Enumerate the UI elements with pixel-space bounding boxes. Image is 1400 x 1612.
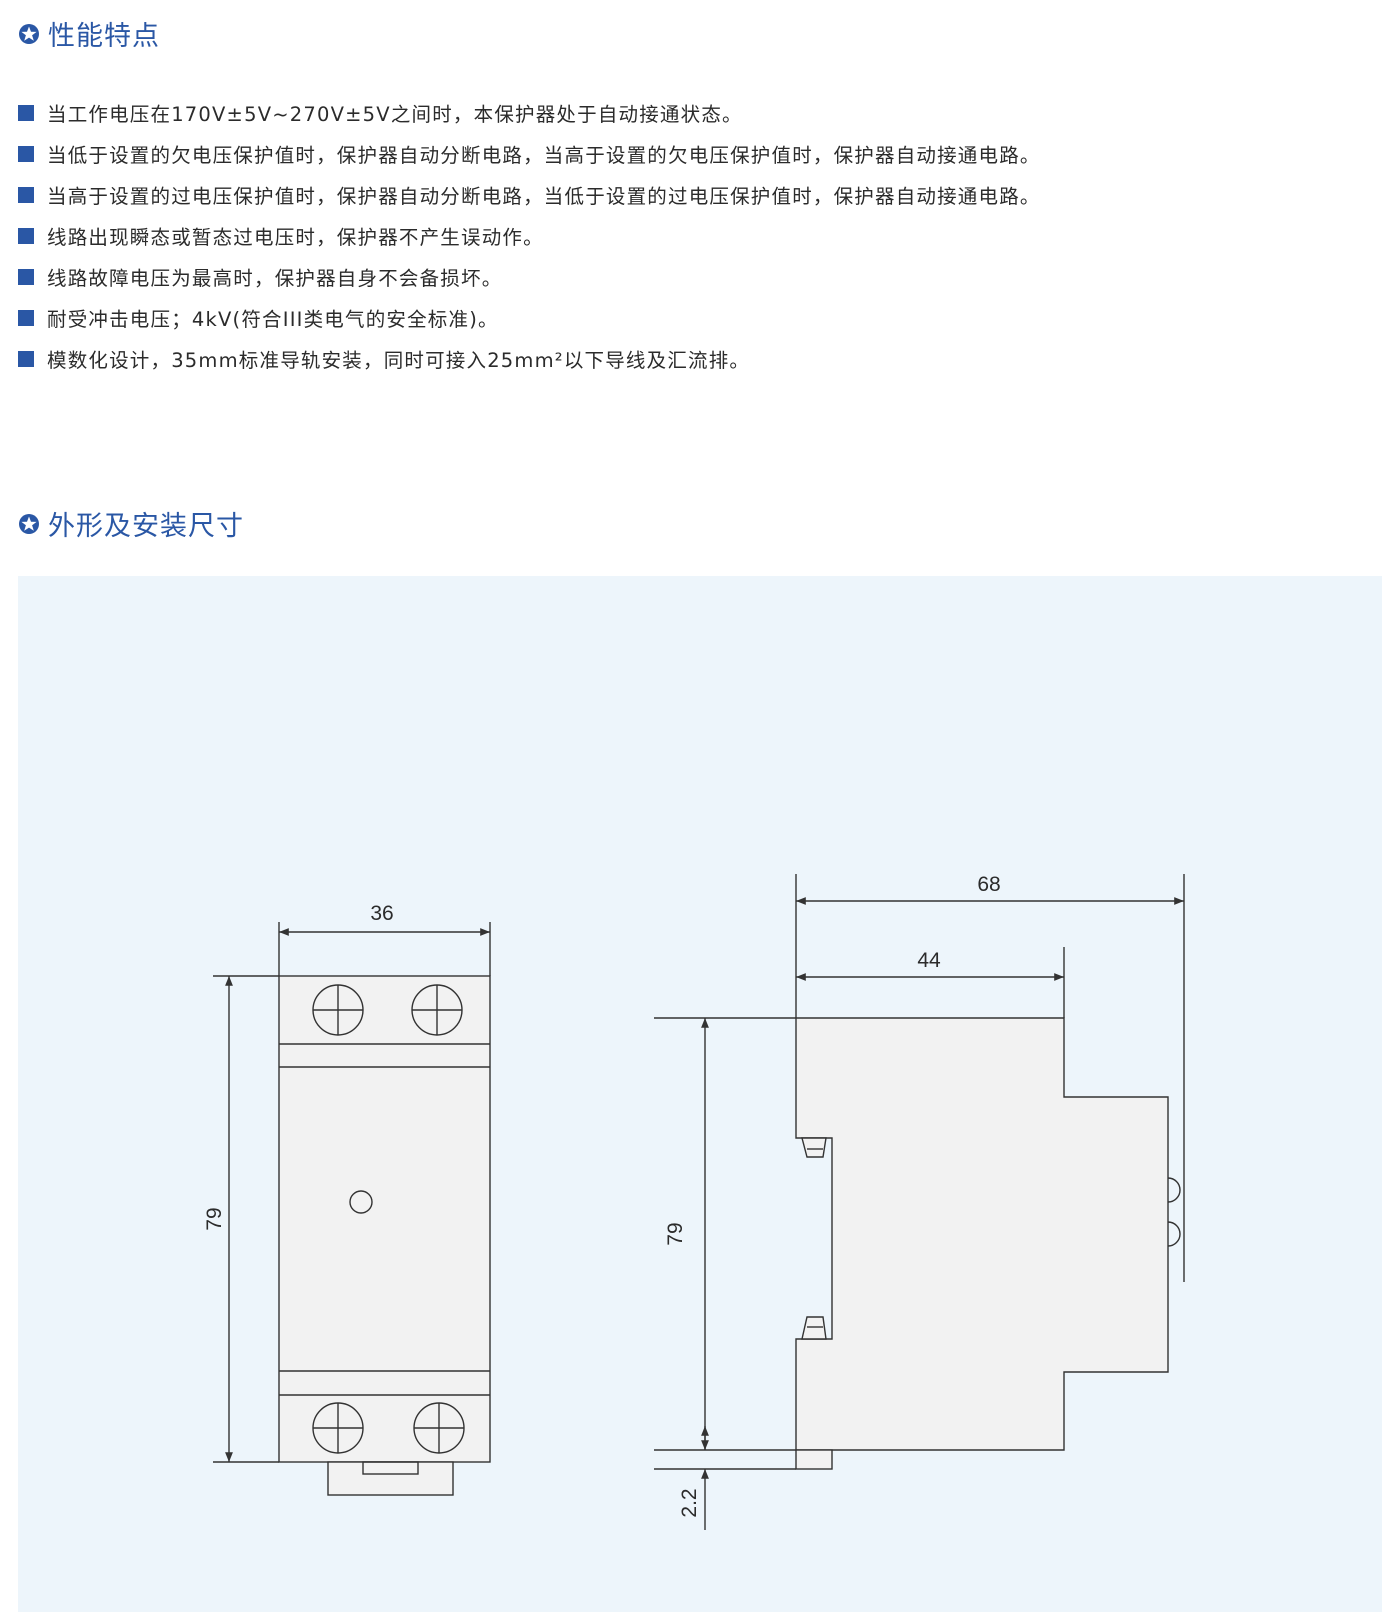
rail-offset-label: 2.2 [678, 1488, 701, 1517]
feature-text: 耐受冲击电压；4kV(符合III类电气的安全标准)。 [47, 308, 499, 331]
list-item: 模数化设计，35mm标准导轨安装，同时可接入25mm²以下导线及汇流排。 [18, 338, 1041, 379]
front-height-label: 79 [203, 1207, 226, 1230]
feature-text: 当工作电压在170V±5V~270V±5V之间时，本保护器处于自动接通状态。 [47, 103, 743, 126]
feature-text: 线路故障电压为最高时，保护器自身不会备损坏。 [47, 267, 503, 290]
section-title: 外形及安装尺寸 [48, 511, 244, 542]
list-item: 耐受冲击电压；4kV(符合III类电气的安全标准)。 [18, 297, 1041, 338]
square-bullet-icon [18, 145, 34, 162]
square-bullet-icon [18, 186, 34, 203]
front-width-label: 36 [370, 902, 393, 925]
screw-icon [411, 984, 463, 1036]
section-title: 性能特点 [48, 21, 160, 52]
dimension-drawing: 36 79 [203, 873, 1185, 1530]
rail-clip-icon [801, 1316, 827, 1340]
list-item: 当高于设置的过电压保护值时，保护器自动分断电路，当低于设置的过电压保护值时，保护… [18, 174, 1041, 215]
front-view [213, 922, 491, 1496]
section-header-features: 性能特点 [18, 14, 160, 53]
list-item: 线路故障电压为最高时，保护器自身不会备损坏。 [18, 256, 1041, 297]
screw-icon [312, 984, 364, 1036]
star-in-circle-icon [19, 23, 39, 44]
side-height-label: 79 [664, 1222, 687, 1245]
screw-icon [413, 1402, 465, 1454]
section-header-dimensions: 外形及安装尺寸 [18, 504, 244, 543]
screw-icon [312, 1402, 364, 1454]
feature-text: 模数化设计，35mm标准导轨安装，同时可接入25mm²以下导线及汇流排。 [47, 349, 751, 372]
side-body-depth-label: 44 [917, 949, 941, 972]
square-bullet-icon [18, 268, 34, 285]
square-bullet-icon [18, 227, 34, 244]
list-item: 当低于设置的欠电压保护值时，保护器自动分断电路，当高于设置的欠电压保护值时，保护… [18, 133, 1041, 174]
square-bullet-icon [18, 104, 34, 121]
square-bullet-icon [18, 309, 34, 326]
square-bullet-icon [18, 350, 34, 367]
side-view [654, 874, 1185, 1530]
feature-list: 当工作电压在170V±5V~270V±5V之间时，本保护器处于自动接通状态。 当… [18, 92, 1041, 379]
indicator-light-icon [349, 1190, 373, 1214]
side-depth-label: 68 [977, 873, 1000, 896]
list-item: 线路出现瞬态或暂态过电压时，保护器不产生误动作。 [18, 215, 1041, 256]
dimension-drawing-panel: 36 79 [18, 576, 1382, 1612]
feature-text: 当低于设置的欠电压保护值时，保护器自动分断电路，当高于设置的欠电压保护值时，保护… [47, 144, 1041, 167]
knob-icon [1167, 1221, 1181, 1247]
star-in-circle-icon [19, 513, 39, 534]
knob-icon [1167, 1177, 1181, 1203]
feature-text: 线路出现瞬态或暂态过电压时，保护器不产生误动作。 [47, 226, 544, 249]
feature-text: 当高于设置的过电压保护值时，保护器自动分断电路，当低于设置的过电压保护值时，保护… [47, 185, 1041, 208]
rail-clip-icon [801, 1137, 827, 1158]
list-item: 当工作电压在170V±5V~270V±5V之间时，本保护器处于自动接通状态。 [18, 92, 1041, 133]
